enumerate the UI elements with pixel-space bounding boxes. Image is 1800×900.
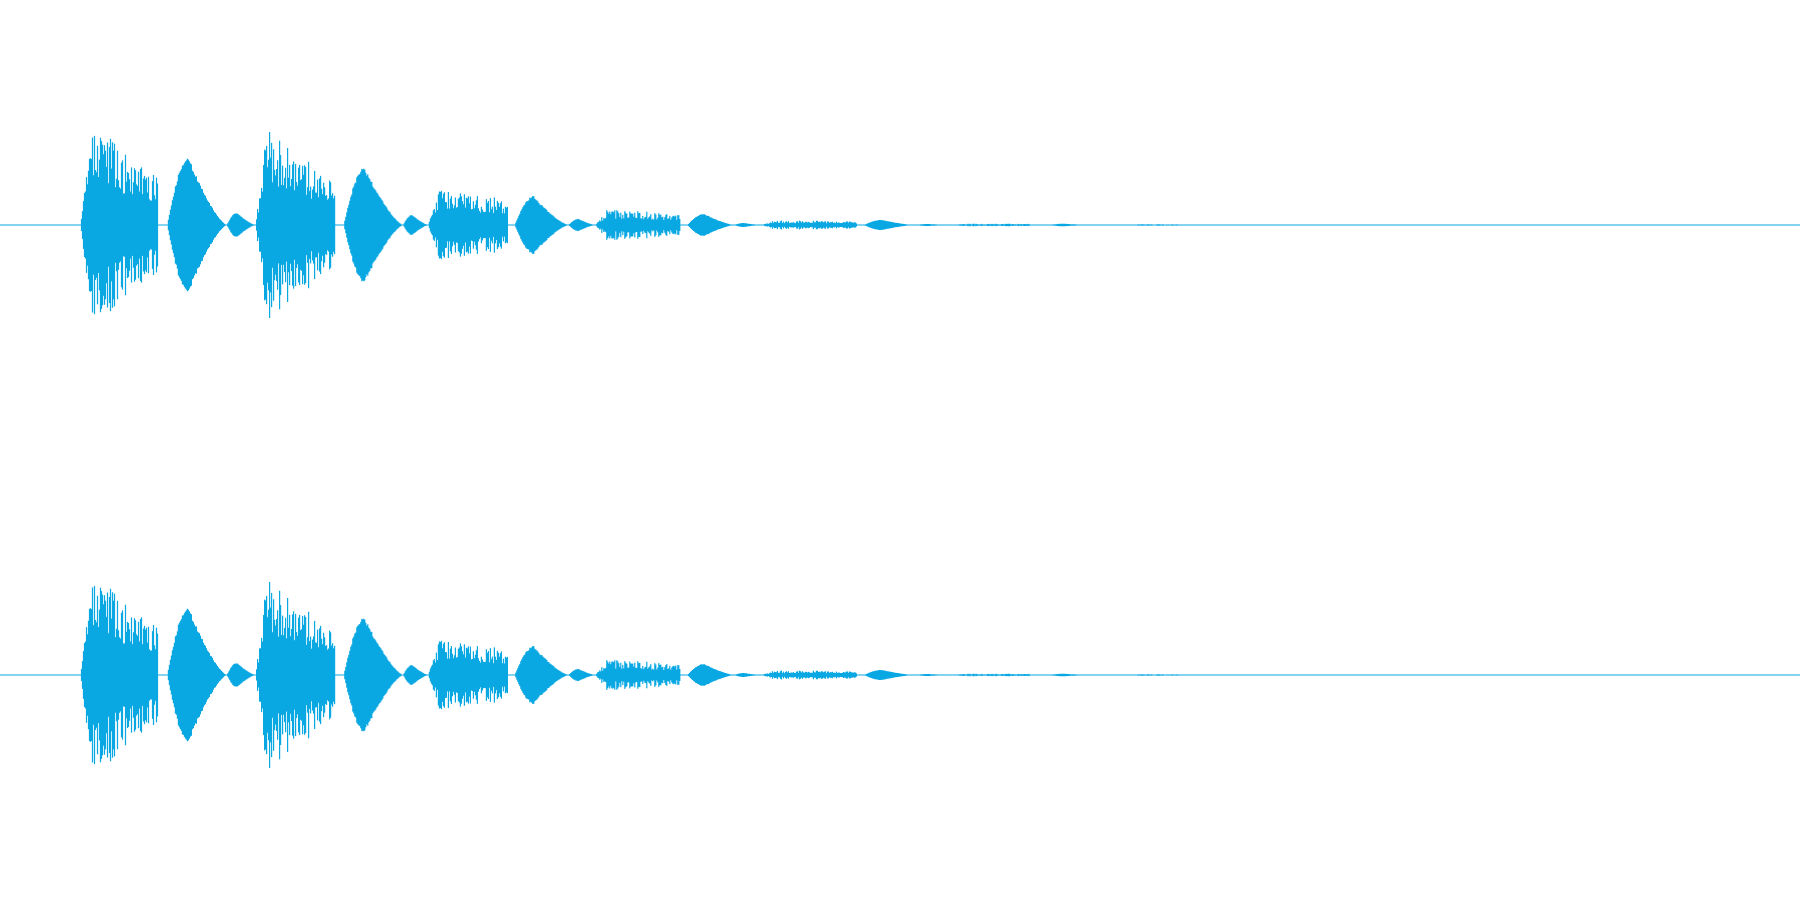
channel-right-waveform	[0, 582, 1800, 768]
channel-right-track[interactable]	[0, 450, 1800, 900]
channel-right-waveform-path	[79, 582, 1178, 768]
channel-left-waveform	[0, 132, 1800, 318]
channel-left-waveform-path	[79, 132, 1178, 318]
channel-left-track[interactable]	[0, 0, 1800, 450]
